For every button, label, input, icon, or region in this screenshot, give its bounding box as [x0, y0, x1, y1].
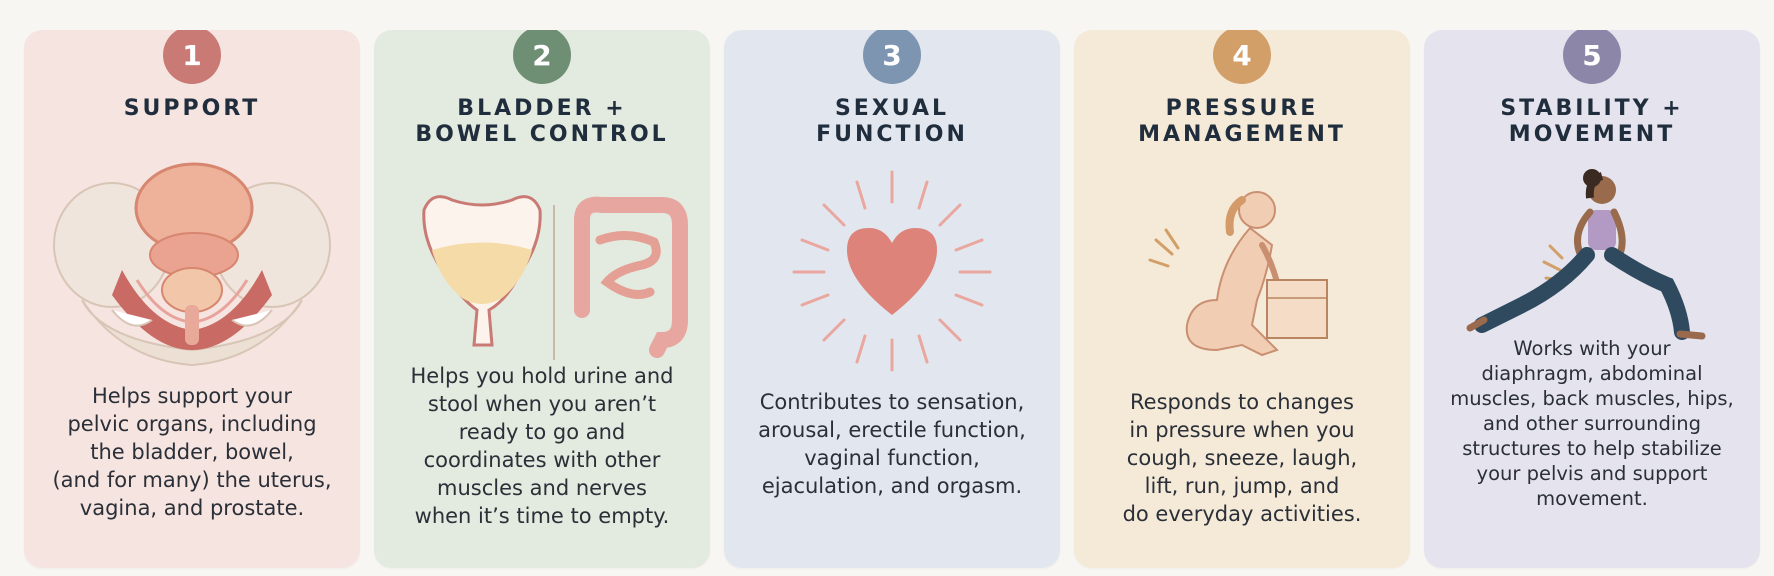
- card-title: PRESSURE MANAGEMENT: [1138, 96, 1346, 147]
- lifting-figure-icon: [1092, 150, 1392, 395]
- card-title: SEXUAL FUNCTION: [816, 96, 968, 147]
- card-description: Helps you hold urine and stool when you …: [410, 364, 674, 528]
- card-bladder-bowel: 2 BLADDER + BOWEL CONTROL Helps you hold…: [374, 30, 710, 568]
- card-pressure-management: 4 PRESSURE MANAGEMENT Responds to chan: [1074, 30, 1410, 568]
- card-description: Contributes to sensation, arousal, erect…: [758, 390, 1026, 498]
- step-badge: 3: [863, 30, 921, 84]
- step-badge: 1: [163, 30, 221, 84]
- card-title: SUPPORT: [123, 96, 261, 121]
- pelvis-illustration-icon: [42, 150, 342, 395]
- card-title: BLADDER + BOWEL CONTROL: [415, 96, 669, 147]
- card-title: STABILITY + MOVEMENT: [1500, 96, 1684, 147]
- step-badge: 5: [1563, 30, 1621, 84]
- step-badge: 2: [513, 30, 571, 84]
- card-description: Responds to changes in pressure when you…: [1122, 390, 1362, 526]
- card-sexual-function: 3 SEXUAL FUNCTION: [724, 30, 1060, 568]
- card-description: Works with your diaphragm, abdominal mus…: [1450, 337, 1734, 510]
- lunge-figure-icon: [1442, 150, 1742, 395]
- card-support: 1 SUPPORT Helps support your pelvic: [24, 30, 360, 568]
- card-stability-movement: 5 STABILITY + MOVEMENT: [1424, 30, 1760, 568]
- bladder-bowel-illustration-icon: [392, 150, 692, 395]
- step-badge: 4: [1213, 30, 1271, 84]
- heart-icon: [742, 150, 1042, 395]
- card-description: Helps support your pelvic organs, includ…: [52, 384, 332, 520]
- cards-row: 1 SUPPORT Helps support your pelvic: [24, 30, 1760, 568]
